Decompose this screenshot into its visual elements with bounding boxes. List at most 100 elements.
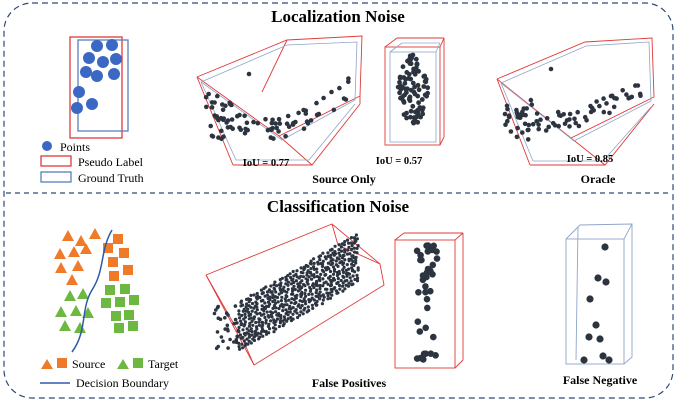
legend-points-label: Points [60,140,90,154]
lidar-point [526,122,532,128]
lidar-point [303,306,307,310]
lidar-point [253,329,257,333]
point-marker [73,86,85,98]
lidar-point [277,306,281,311]
lidar-point [341,281,345,285]
point-marker [106,39,118,51]
false-positive-box-tall [394,232,464,369]
lidar-point [526,127,531,133]
target-triangle [77,288,89,299]
lidar-point [328,274,332,278]
lidar-point [280,302,284,306]
lidar-point [296,315,300,320]
lidar-point [284,282,288,286]
lidar-point [315,274,319,279]
lidar-point [281,288,285,292]
target-square [101,298,111,308]
lidar-point [551,120,556,126]
lidar-point [295,311,299,315]
lidar-point [220,117,226,123]
lidar-point [254,320,258,325]
lidar-point [267,288,271,292]
lidar-point [258,311,262,315]
lidar-point [291,306,295,310]
lidar-point [352,236,357,240]
lidar-point [503,122,508,127]
lidar-point [283,134,288,139]
lidar-point [562,121,568,126]
lidar-point [620,88,625,93]
lidar-point [275,317,279,321]
oracle-box [496,37,655,166]
lidar-point [320,302,324,306]
lidar-point [290,287,295,291]
lidar-point [269,284,273,288]
lidar-point [548,66,554,72]
lidar-point [238,333,243,337]
lidar-point [336,276,340,281]
target-square [128,321,138,331]
lidar-point [248,321,252,326]
legend-source-square-marker [57,358,67,368]
lidar-point [244,305,248,309]
lidar-point [400,64,406,70]
lidar-point [246,307,250,311]
lidar-point [223,316,227,320]
lidar-point [288,304,292,308]
lidar-point [415,119,421,125]
lidar-point [329,283,334,287]
lidar-point [411,69,416,75]
lidar-point [245,337,249,341]
point-marker [97,56,109,68]
lidar-point [253,332,257,336]
source-triangle [66,274,78,285]
lidar-point [272,330,276,334]
lidar-point [241,346,245,350]
lidar-point [307,292,311,296]
lidar-point [400,94,405,100]
lidar-point [353,238,357,242]
lidar-point [410,103,416,109]
iou-source-wide: IoU = 0.77 [243,158,290,169]
lidar-point [296,282,300,286]
lidar-point [219,335,224,339]
lidar-point [343,258,347,262]
lidar-point [416,100,421,106]
lidar-point [237,312,241,316]
lidar-point [291,312,295,316]
lidar-point [311,306,315,310]
lidar-point [297,303,301,307]
lidar-point [275,284,279,288]
lidar-point [289,315,293,320]
target-square [129,295,139,305]
lidar-point [345,274,349,278]
lidar-point [573,120,578,126]
lidar-point [282,322,286,326]
lidar-point [318,286,322,291]
lidar-point [266,300,270,304]
lidar-point [599,352,607,360]
lidar-point [232,340,236,344]
lidar-point [306,305,310,309]
lidar-point [257,320,261,324]
lidar-point [298,306,303,310]
lidar-point [534,111,540,116]
lidar-point [287,298,291,302]
lidar-point [252,335,256,339]
lidar-point [312,257,316,261]
target-square [111,311,121,321]
lidar-point [588,103,593,109]
lidar-point [243,126,248,132]
lidar-point [295,293,299,297]
lidar-point [355,246,359,250]
lidar-point [264,329,268,334]
lidar-point [269,319,273,323]
lidar-point [339,249,344,253]
lidar-point [422,288,429,296]
lidar-point [397,79,402,85]
lidar-point [247,335,251,339]
lidar-point [433,255,441,262]
lidar-point [291,269,295,274]
lidar-point [255,308,259,312]
lidar-point [326,265,330,269]
